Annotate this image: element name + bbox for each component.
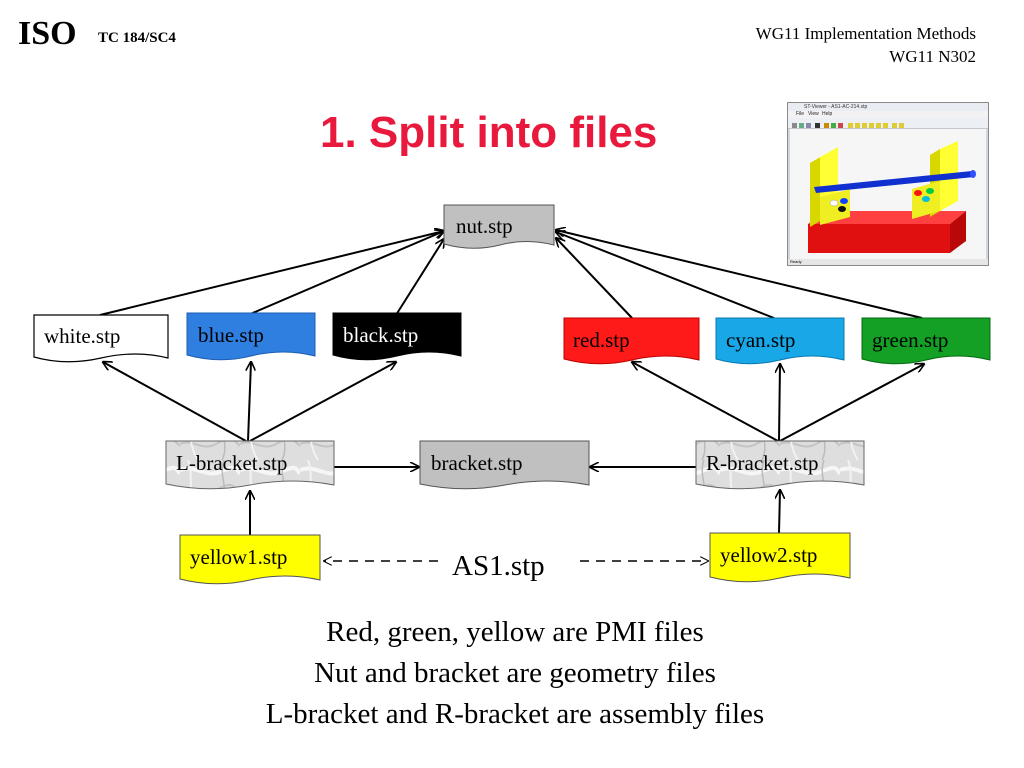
node-red-label: red.stp <box>573 328 630 352</box>
edge-rbracket-to-green <box>779 364 924 442</box>
node-cyan-label: cyan.stp <box>726 328 795 352</box>
edge-cyan-to-nut <box>556 232 775 319</box>
node-nut-label: nut.stp <box>456 214 513 238</box>
node-black-label: black.stp <box>343 323 418 347</box>
node-yellow1-label: yellow1.stp <box>190 545 287 569</box>
node-blue: blue.stp <box>186 312 316 361</box>
thumbnail-3d-viewport <box>790 129 986 261</box>
thumbnail-menu-view: View <box>808 111 819 117</box>
node-bracket: bracket.stp <box>419 440 590 490</box>
bracket-assembly-model-icon <box>808 141 976 253</box>
node-nut: nut.stp <box>443 204 555 249</box>
thumbnail-toolbar <box>788 118 988 129</box>
edge-yellow2-to-rbracket <box>779 490 780 534</box>
thumbnail-statusbar: Ready <box>788 259 988 265</box>
thumbnail-window-title: ST-Viewer - AS1-AC-214.stp <box>804 104 868 110</box>
node-white-label: white.stp <box>44 324 120 348</box>
note-assembly-files: L-bracket and R-bracket are assembly fil… <box>265 698 765 730</box>
edge-black-to-nut <box>395 239 444 316</box>
node-bracket-label: bracket.stp <box>431 451 523 475</box>
cad-viewer-thumbnail: ST-Viewer - AS1-AC-214.stp File View Hel… <box>787 102 989 266</box>
edge-white-to-nut <box>99 231 444 316</box>
thumbnail-toolbar-icons <box>792 123 904 128</box>
edge-lbracket-to-blue <box>248 362 251 442</box>
node-as1-label: AS1.stp <box>452 550 545 582</box>
node-white: white.stp <box>33 314 169 363</box>
node-red: red.stp <box>563 317 700 365</box>
edge-red-to-nut <box>556 238 633 319</box>
thumbnail-menu-help: Help <box>822 111 833 117</box>
node-yellow2: yellow2.stp <box>709 532 851 583</box>
node-lbracket: L-bracket.stp <box>165 440 335 490</box>
node-green: green.stp <box>861 317 991 365</box>
edge-green-to-nut <box>556 230 923 319</box>
thumbnail-menu-file: File <box>796 111 805 117</box>
node-yellow1: yellow1.stp <box>179 534 321 585</box>
node-black: black.stp <box>332 312 462 361</box>
edge-rbracket-to-cyan <box>779 364 780 442</box>
working-group-label: WG11 Implementation Methods <box>755 24 976 43</box>
committee-label: TC 184/SC4 <box>98 30 176 46</box>
node-green-label: green.stp <box>872 328 948 352</box>
node-cyan: cyan.stp <box>715 317 845 365</box>
edge-lbracket-to-white <box>103 362 247 442</box>
node-lbracket-label: L-bracket.stp <box>176 451 287 475</box>
document-number: WG11 N302 <box>889 47 976 66</box>
node-rbracket-label: R-bracket.stp <box>706 451 819 475</box>
iso-logo-text: ISO <box>18 15 77 52</box>
node-blue-label: blue.stp <box>198 323 264 347</box>
note-geometry-files: Nut and bracket are geometry files <box>314 657 716 689</box>
edge-blue-to-nut <box>247 231 444 316</box>
node-rbracket: R-bracket.stp <box>695 440 865 490</box>
edge-rbracket-to-red <box>632 362 779 442</box>
thumbnail-menubar <box>788 111 988 118</box>
node-yellow2-label: yellow2.stp <box>720 543 817 567</box>
note-pmi-files: Red, green, yellow are PMI files <box>326 616 704 648</box>
slide-title: 1. Split into files <box>320 108 658 157</box>
edge-lbracket-to-black <box>249 362 396 442</box>
